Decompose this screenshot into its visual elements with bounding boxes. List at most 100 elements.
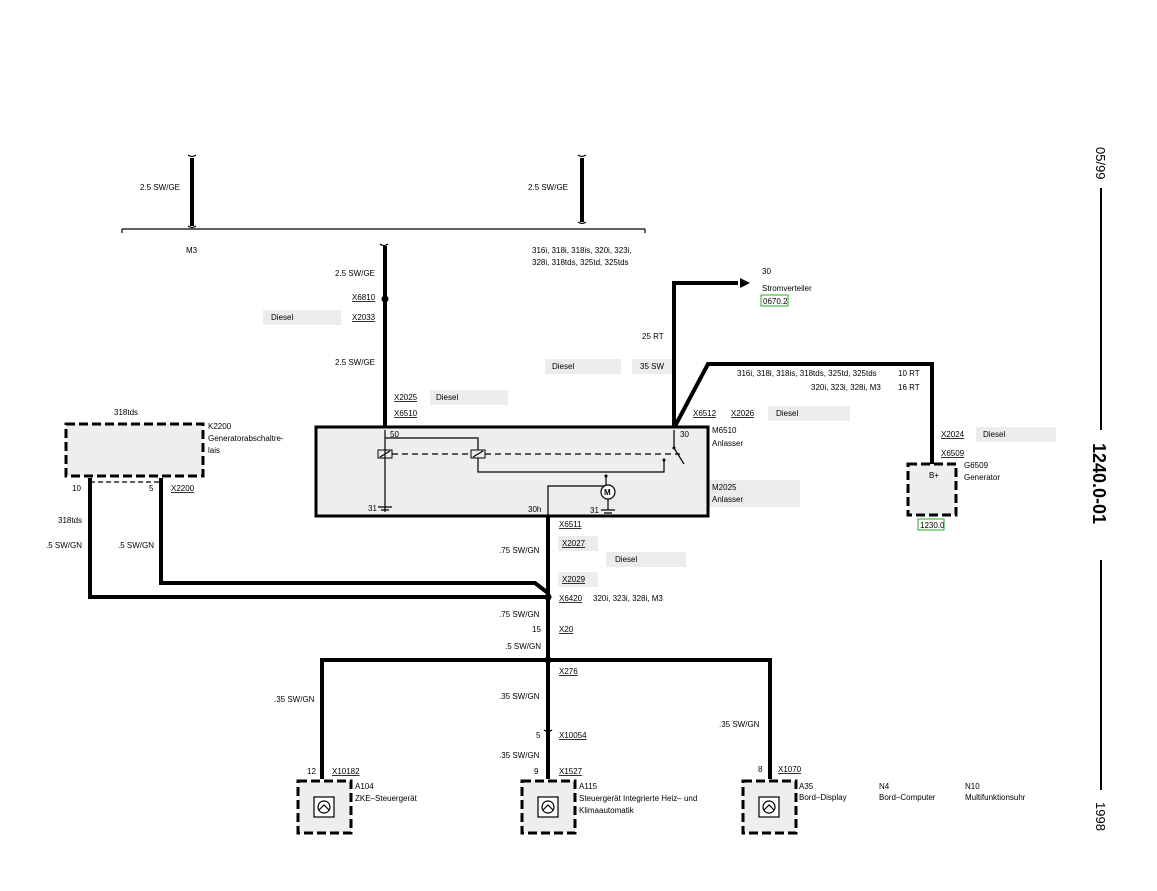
- wire-label: .35 SW/GN: [274, 695, 315, 704]
- title-block: 05/99 1240.0-01 1998: [1089, 147, 1109, 831]
- pin-label: 31: [590, 506, 599, 515]
- variant-label: 316i, 318i, 318is, 318tds, 325td, 325tds: [737, 369, 877, 378]
- connector-label: X276: [559, 667, 578, 676]
- pin-label: 31: [368, 504, 377, 513]
- connector-label: X2200: [171, 484, 195, 493]
- wire-generator-bplus: [672, 362, 934, 464]
- labels: 2.5 SW/GE 2.5 SW/GE M3 316i, 318i, 318is…: [46, 183, 1026, 815]
- pin-label: 30h: [528, 505, 541, 514]
- component-label: Anlasser: [712, 495, 743, 504]
- component-label: M6510: [712, 426, 737, 435]
- wire-label: .35 SW/GN: [499, 751, 540, 760]
- connector-label: X6512: [693, 409, 717, 418]
- component-label: Multifunktionsuhr: [965, 793, 1026, 802]
- component-label: Bord–Computer: [879, 793, 936, 802]
- connector-label: X6509: [941, 449, 965, 458]
- wire-label: 16 RT: [898, 383, 920, 392]
- year-label: 1998: [1093, 802, 1108, 831]
- distribution-bus: [320, 628, 772, 779]
- connector-label: X6511: [559, 520, 582, 529]
- wire-label: .5 SW/GN: [118, 541, 154, 550]
- component-label: ZKE–Steuergerät: [355, 794, 418, 803]
- component-label: Klimaautomatik: [579, 806, 635, 815]
- connector-label: X2027: [562, 539, 586, 548]
- pin-label: 8: [758, 765, 763, 774]
- component-label: Generator: [964, 473, 1000, 482]
- connector-label: X1070: [778, 765, 802, 774]
- connector-label: X6420: [559, 594, 583, 603]
- component-label: lais: [208, 446, 220, 455]
- wire-label: .5 SW/GN: [505, 642, 541, 651]
- tag-backgrounds: [263, 310, 1056, 587]
- variant-label: 318tds: [114, 408, 138, 417]
- relay-k2200: [64, 422, 205, 483]
- component-label: G6509: [964, 461, 989, 470]
- connector-label: X2029: [562, 575, 586, 584]
- component-label: Steuergerät Integrierte Heiz– und: [579, 794, 697, 803]
- pin-label: 5: [536, 731, 541, 740]
- pin-label: 30: [680, 430, 689, 439]
- pin-label: 12: [307, 767, 316, 776]
- component-label: A35: [799, 782, 814, 791]
- wire-label: .5 SW/GN: [46, 541, 82, 550]
- connector-label: X6510: [394, 409, 418, 418]
- module-a35: [741, 779, 798, 835]
- pin-label: 10: [72, 484, 81, 493]
- wire-feed-30: [672, 281, 738, 428]
- variant-label: Diesel: [271, 313, 293, 322]
- wire-label: 2.5 SW/GE: [528, 183, 568, 192]
- pin-label: 5: [149, 484, 154, 493]
- wire-relay-pin5: [159, 478, 550, 595]
- component-label: Bord–Display: [799, 793, 847, 802]
- connector-label: X10182: [332, 767, 360, 776]
- connector-label: X2026: [731, 409, 755, 418]
- wire-label: .75 SW/GN: [499, 610, 540, 619]
- wire-label: .35 SW/GN: [719, 720, 760, 729]
- connector-label: X2025: [394, 393, 418, 402]
- variant-label: 328i, 318tds, 325td, 325tds: [532, 258, 629, 267]
- component-label: A104: [355, 782, 374, 791]
- document-number: 1240.0-01: [1089, 443, 1109, 524]
- page-reference-link[interactable]: 0670.2: [763, 297, 788, 306]
- wire-label: .75 SW/GN: [499, 546, 540, 555]
- variant-label: Diesel: [983, 430, 1005, 439]
- variant-label: 320i, 323i, 328i, M3: [811, 383, 881, 392]
- pin-label: 9: [534, 767, 539, 776]
- wire-label: 35 SW: [640, 362, 664, 371]
- top-bus: [121, 154, 646, 247]
- variant-label: Diesel: [776, 409, 798, 418]
- starter-assembly: M: [314, 425, 710, 518]
- connector-x6810: [381, 295, 389, 303]
- wire-label: 2.5 SW/GE: [140, 183, 180, 192]
- variant-label: Diesel: [552, 362, 574, 371]
- page-reference-link[interactable]: 1230.0: [920, 521, 945, 530]
- connector-label: X2024: [941, 430, 965, 439]
- variant-label: 318tds: [58, 516, 82, 525]
- variant-label: Diesel: [615, 555, 637, 564]
- module-a104: [296, 779, 353, 835]
- wire-label: 10 RT: [898, 369, 920, 378]
- component-label: K2200: [208, 422, 232, 431]
- variant-label: Diesel: [436, 393, 458, 402]
- svg-text:M: M: [604, 488, 611, 497]
- connector-label: X1527: [559, 767, 583, 776]
- wire-label: 25 RT: [642, 332, 664, 341]
- variant-label: 316i, 318i, 318is, 320i, 323i,: [532, 246, 632, 255]
- date-label: 05/99: [1093, 147, 1108, 180]
- connector-label: X2033: [352, 313, 376, 322]
- component-label: Anlasser: [712, 439, 743, 448]
- wire-relay-pin10: [88, 478, 548, 599]
- connector-label: X20: [559, 625, 574, 634]
- component-label: N4: [879, 782, 890, 791]
- component-label: A115: [579, 782, 598, 791]
- pin-label: 15: [532, 625, 541, 634]
- variant-label: 320i, 323i, 328i, M3: [593, 594, 663, 603]
- connector-label: X10054: [559, 731, 587, 740]
- generator-g6509: [906, 462, 958, 517]
- wire-label: 2.5 SW/GE: [335, 358, 375, 367]
- component-label: N10: [965, 782, 980, 791]
- pin-label: 50: [390, 430, 399, 439]
- component-label: Generatorabschaltre-: [208, 434, 284, 443]
- component-label: M2025: [712, 483, 737, 492]
